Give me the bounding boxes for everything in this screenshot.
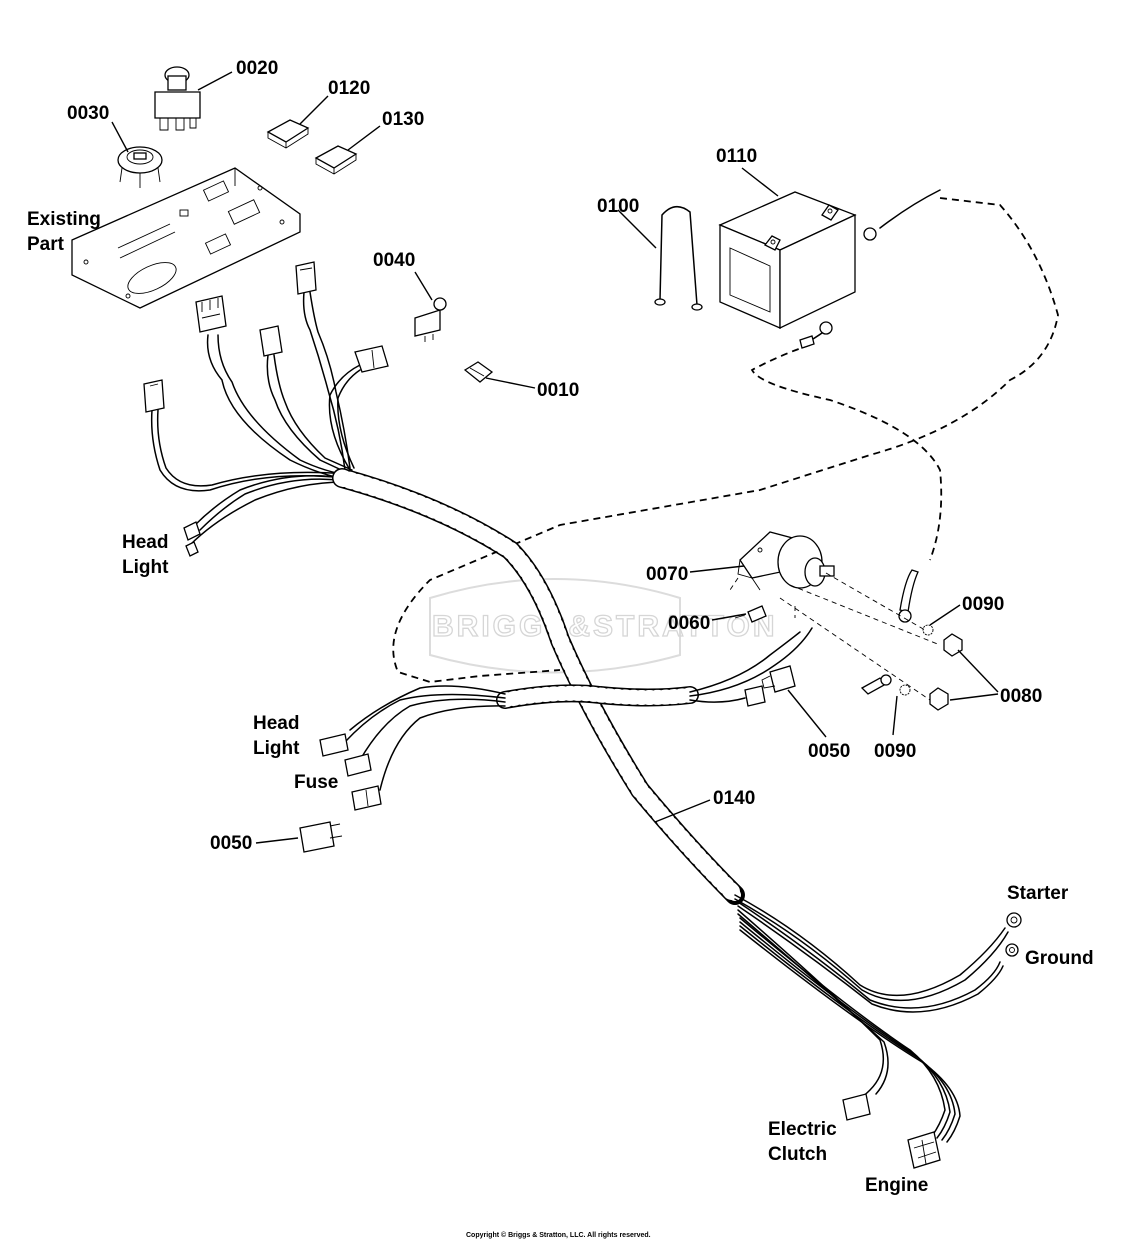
- relay-0050-left: [299, 821, 343, 853]
- label-head-light-top-line1: Head: [122, 532, 168, 553]
- watermark-text: BRIGGS&STRATTON: [432, 610, 778, 643]
- harness-main-sleeve: [332, 468, 745, 905]
- harness-upper-branches: [150, 291, 361, 546]
- assembly-lines: [729, 572, 941, 701]
- part-labels: 0020 0030 0120 0130 0040 0010 0100 0110 …: [27, 58, 1094, 1196]
- label-starter: Starter: [1007, 883, 1069, 904]
- harness-cross-sleeve: [496, 684, 699, 709]
- plug-0130: [314, 145, 358, 175]
- harness-mid-right-branches: [689, 627, 813, 707]
- label-head-light-mid-line2: Light: [253, 738, 300, 759]
- hardware-0080-0090: [860, 569, 963, 711]
- label-0050-right: 0050: [808, 741, 850, 762]
- label-0040: 0040: [373, 250, 415, 271]
- harness-mid-left-branches: [319, 685, 506, 811]
- harness-upper-connectors: [143, 261, 389, 557]
- label-0090-lower: 0090: [874, 741, 916, 762]
- label-electric-clutch-line1: Electric: [768, 1119, 837, 1140]
- battery-negative-cable: [750, 344, 943, 561]
- pto-switch-0020: [154, 66, 201, 131]
- label-engine: Engine: [865, 1175, 928, 1196]
- battery-cable-ends: [799, 189, 941, 349]
- label-head-light-mid-line1: Head: [253, 713, 299, 734]
- label-0140: 0140: [713, 788, 755, 809]
- label-0010: 0010: [537, 380, 579, 401]
- label-existing-part-line2: Part: [27, 234, 65, 255]
- battery-cable-loop: [392, 197, 1059, 683]
- label-0050-left: 0050: [210, 833, 252, 854]
- key-switch-0030: [117, 146, 163, 188]
- relay-0050-right: [761, 665, 796, 693]
- dash-panel: [71, 167, 301, 309]
- label-0090-upper: 0090: [962, 594, 1004, 615]
- seat-switch-0040: [414, 297, 447, 342]
- label-0100: 0100: [597, 196, 639, 217]
- label-ground: Ground: [1025, 948, 1094, 969]
- label-electric-clutch-line2: Clutch: [768, 1144, 827, 1165]
- screw-0060: [734, 605, 767, 623]
- harness-lower-branches: [734, 894, 1022, 1169]
- battery-0110: [718, 191, 857, 330]
- label-existing-part-line1: Existing: [27, 209, 101, 230]
- copyright-notice: Copyright © Briggs & Stratton, LLC. All …: [466, 1231, 651, 1239]
- battery-strap-0100: [654, 206, 703, 311]
- label-0130: 0130: [382, 109, 424, 130]
- label-0030: 0030: [67, 103, 109, 124]
- label-0060: 0060: [668, 613, 710, 634]
- label-0080: 0080: [1000, 686, 1042, 707]
- label-0020: 0020: [236, 58, 278, 79]
- clip-0010: [463, 361, 494, 383]
- label-0120: 0120: [328, 78, 370, 99]
- label-0110: 0110: [716, 146, 757, 167]
- leader-lines: [111, 71, 999, 844]
- watermark: BRIGGS&STRATTON: [429, 578, 778, 674]
- plug-0120: [266, 119, 310, 149]
- solenoid-0070: [737, 531, 835, 591]
- label-fuse: Fuse: [294, 772, 338, 793]
- label-head-light-top-line2: Light: [122, 557, 169, 578]
- label-0070: 0070: [646, 564, 688, 585]
